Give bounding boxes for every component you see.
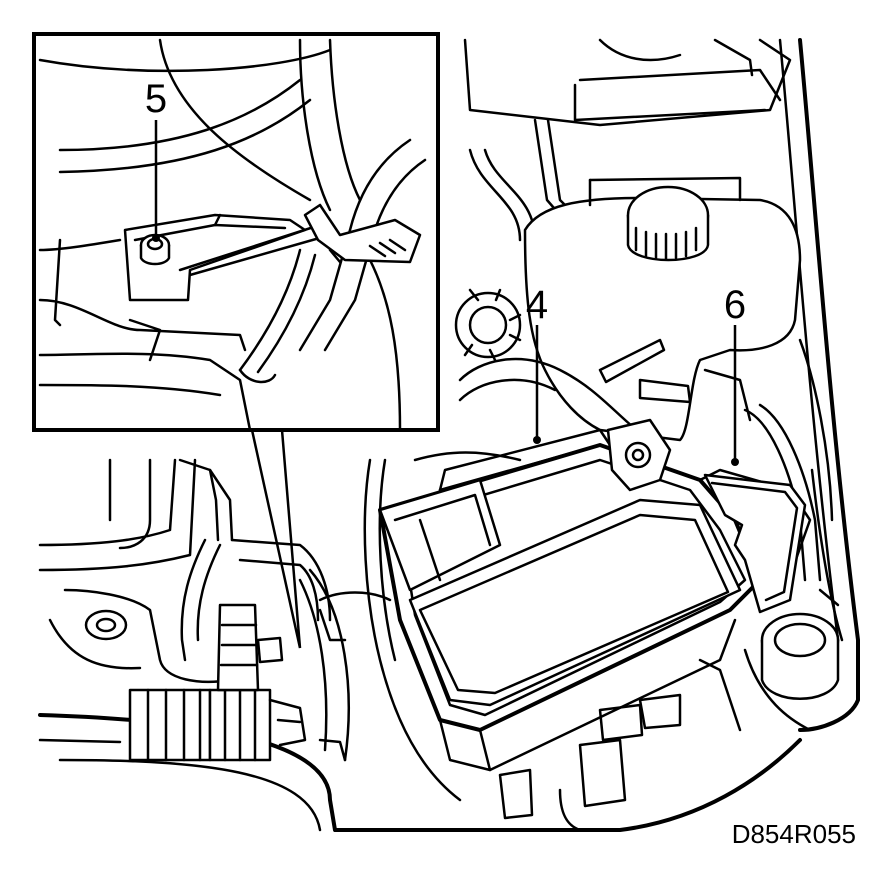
callout-label-4: 4 [526, 283, 548, 327]
pulley-gear [454, 288, 522, 362]
callout-label-5: 5 [145, 77, 167, 121]
reservoir-cap [760, 612, 840, 700]
callout-label-6: 6 [724, 283, 746, 327]
figure-reference-code: D854R055 [732, 819, 856, 849]
inset-leader-line [250, 429, 302, 649]
callout-4-leader [533, 325, 541, 444]
electronic-module [378, 418, 812, 772]
cover-part [703, 473, 807, 614]
bolt [139, 233, 171, 266]
callout-5-leader [152, 120, 160, 242]
callout-6-leader [731, 325, 739, 466]
expansion-tank-cap [626, 185, 710, 262]
engine-bay-background [38, 38, 860, 832]
detail-inset [32, 32, 440, 432]
